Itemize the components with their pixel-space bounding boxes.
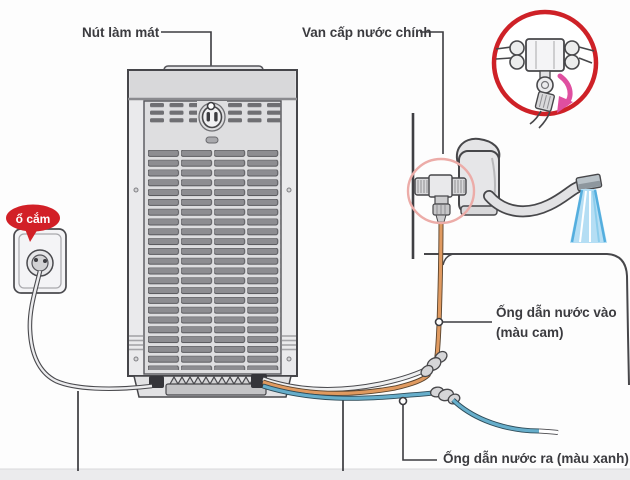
valve-highlight-circle [406, 157, 476, 225]
small-vent-pill [205, 136, 219, 144]
vent-grille [148, 150, 281, 370]
inlet-tube-orange-horizontal [262, 372, 431, 396]
valve-zoom-callout [491, 9, 599, 129]
top-vents-right [224, 103, 281, 125]
power-outlet [13, 228, 67, 294]
water-purifier-back [127, 65, 298, 398]
faucet-spout [483, 179, 589, 218]
faucet [455, 137, 607, 243]
raw-tube-gray [262, 364, 433, 392]
label-power-socket: ổ cắm [15, 212, 51, 226]
purifier-base [133, 374, 292, 398]
inlet-tube-orange-vertical [433, 221, 444, 365]
label-cooling-button: Nút làm mát [82, 25, 160, 40]
outlet-tube-blue-drain [451, 398, 559, 435]
label-inlet-tube-line1: Ống dẫn nước vào [496, 305, 617, 320]
pointer-lines-bottom [402, 321, 492, 461]
rotate-arrow-icon [557, 73, 573, 113]
cooling-button [197, 101, 227, 134]
counter-edge [424, 253, 630, 386]
faucet-valve-adapter [414, 174, 467, 223]
label-main-water-valve: Van cấp nước chính [302, 25, 432, 40]
table-edge-lines [77, 391, 344, 471]
label-outlet-tube: Ống dẫn nước ra (màu xanh) [443, 451, 629, 466]
water-spray [570, 189, 607, 243]
spout-aerator [575, 173, 603, 192]
socket-callout-bubble [6, 204, 60, 242]
power-plug-icon [31, 254, 49, 272]
cord-connector [149, 376, 164, 388]
label-inlet-tube: Ống dẫn nước vào (màu cam) [496, 303, 617, 343]
side-rail-details [129, 187, 296, 362]
floor [0, 468, 630, 480]
label-inlet-tube-line2: (màu cam) [496, 325, 564, 340]
power-cord [27, 270, 153, 392]
top-vents-left [150, 103, 207, 125]
elbow-connector-orange [420, 350, 448, 378]
pointer-dots [206, 101, 444, 406]
